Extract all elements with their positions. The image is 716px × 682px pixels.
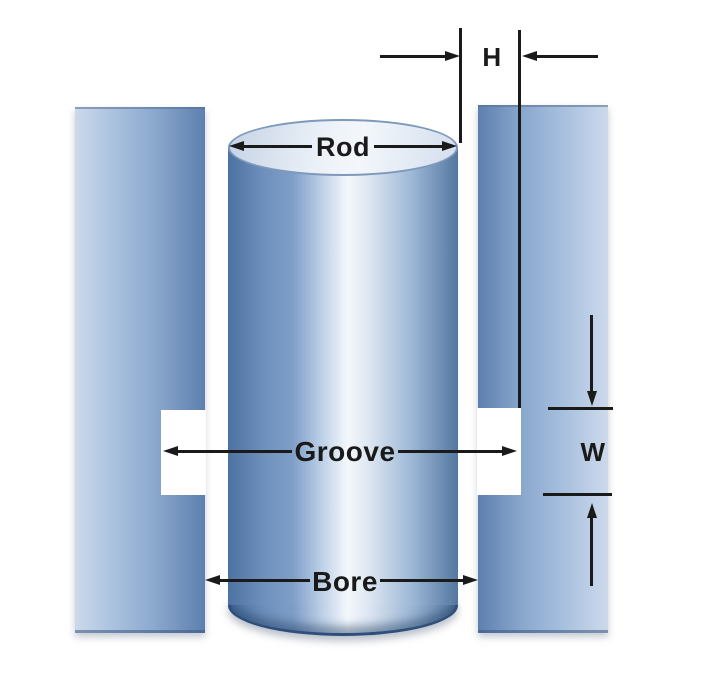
rod-dim-left-line — [242, 145, 312, 148]
h-leader-right-arrowhead-icon — [522, 51, 537, 61]
h-leader-left-line — [380, 55, 447, 58]
bore-label: Bore — [312, 566, 378, 597]
w-dim-down-line — [590, 315, 593, 393]
groove-dim-right-arrowhead-icon — [502, 446, 517, 456]
rod-body — [228, 147, 458, 605]
h-leader-right-line — [535, 55, 598, 58]
bore-dim-right-arrowhead-icon — [463, 575, 478, 585]
w-dim-down-arrowhead-icon — [587, 391, 597, 406]
w-dim-bottom-tick — [543, 493, 612, 496]
h-leader-left-arrowhead-icon — [445, 51, 460, 61]
rod-dim-right-arrowhead-icon — [442, 141, 457, 151]
h-extension-line-groove — [518, 30, 521, 408]
bore-dim-left-arrowhead-icon — [205, 575, 220, 585]
rod-label: Rod — [316, 132, 370, 162]
rod-dim-left-arrowhead-icon — [229, 141, 244, 151]
groove-dim-left-line — [175, 450, 292, 453]
groove-dim-right-line — [398, 450, 505, 453]
bore-dim-right-line — [380, 579, 467, 582]
bore-dim-left-line — [217, 579, 310, 582]
groove-width-label: W — [580, 437, 606, 467]
h-extension-line-rod — [459, 28, 462, 143]
right-housing-wall — [478, 105, 608, 633]
w-dim-top-tick — [548, 407, 613, 410]
gland-depth-label: H — [482, 42, 502, 72]
groove-label: Groove — [294, 436, 396, 467]
w-dim-up-arrowhead-icon — [587, 503, 597, 518]
w-dim-up-line — [590, 516, 593, 586]
left-housing-wall — [75, 107, 205, 633]
rod-dim-right-line — [374, 145, 444, 148]
groove-dim-left-arrowhead-icon — [163, 446, 178, 456]
